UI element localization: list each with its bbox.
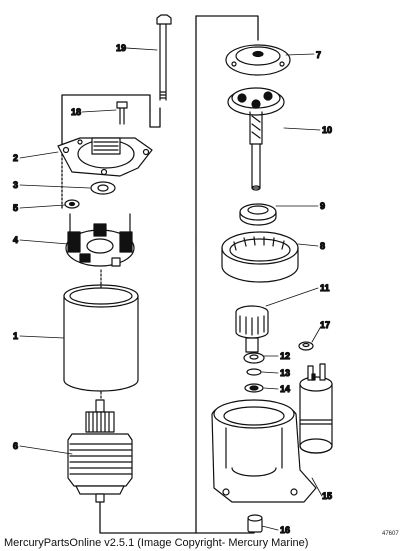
callout-5: 5 (13, 203, 18, 213)
planetary-drive-shaft (227, 87, 285, 191)
callout-3: 3 (13, 180, 18, 190)
callout-4: 4 (13, 235, 18, 245)
drawing-number: 47607 (382, 531, 399, 537)
through-bolt (156, 14, 172, 101)
solenoid-terminal-nut (298, 341, 314, 351)
field-frame-housing (63, 269, 139, 403)
callout-6: 6 (13, 441, 18, 451)
thrust-collar (244, 383, 264, 393)
callout-14: 14 (280, 384, 290, 394)
shaft-bearing (239, 203, 277, 226)
housing-plug (247, 514, 263, 533)
callout-12: 12 (280, 351, 290, 361)
callout-8: 8 (320, 241, 325, 251)
callout-16: 16 (280, 525, 290, 535)
ring-gear (221, 231, 299, 283)
callout-19: 19 (116, 43, 126, 53)
callout-17: 17 (320, 320, 330, 330)
callout-2: 2 (13, 153, 18, 163)
callout-leader-lines (19, 47, 323, 531)
callout-15: 15 (322, 491, 332, 501)
callout-9: 9 (320, 201, 325, 211)
starter-drive-pinion (235, 305, 269, 353)
commutator-end-cap (57, 137, 153, 177)
snap-ring (246, 368, 262, 376)
callout-10: 10 (322, 125, 332, 135)
callout-13: 13 (280, 368, 290, 378)
callout-11: 11 (320, 283, 330, 293)
thrust-washer (64, 199, 80, 209)
end-cap-screw (116, 101, 128, 125)
drive-housing-with-solenoid (211, 363, 333, 503)
drive-end-plate (225, 44, 291, 76)
brush-holder-assembly (65, 213, 135, 267)
callout-18: 18 (71, 107, 81, 117)
pinion-stop-collar (243, 352, 265, 364)
end-cap-bearing (90, 181, 116, 195)
callout-7: 7 (316, 50, 321, 60)
callout-1: 1 (13, 331, 18, 341)
copyright-caption: MercuryPartsOnline v2.5.1 (Image Copyrig… (4, 537, 309, 549)
armature (67, 399, 133, 503)
